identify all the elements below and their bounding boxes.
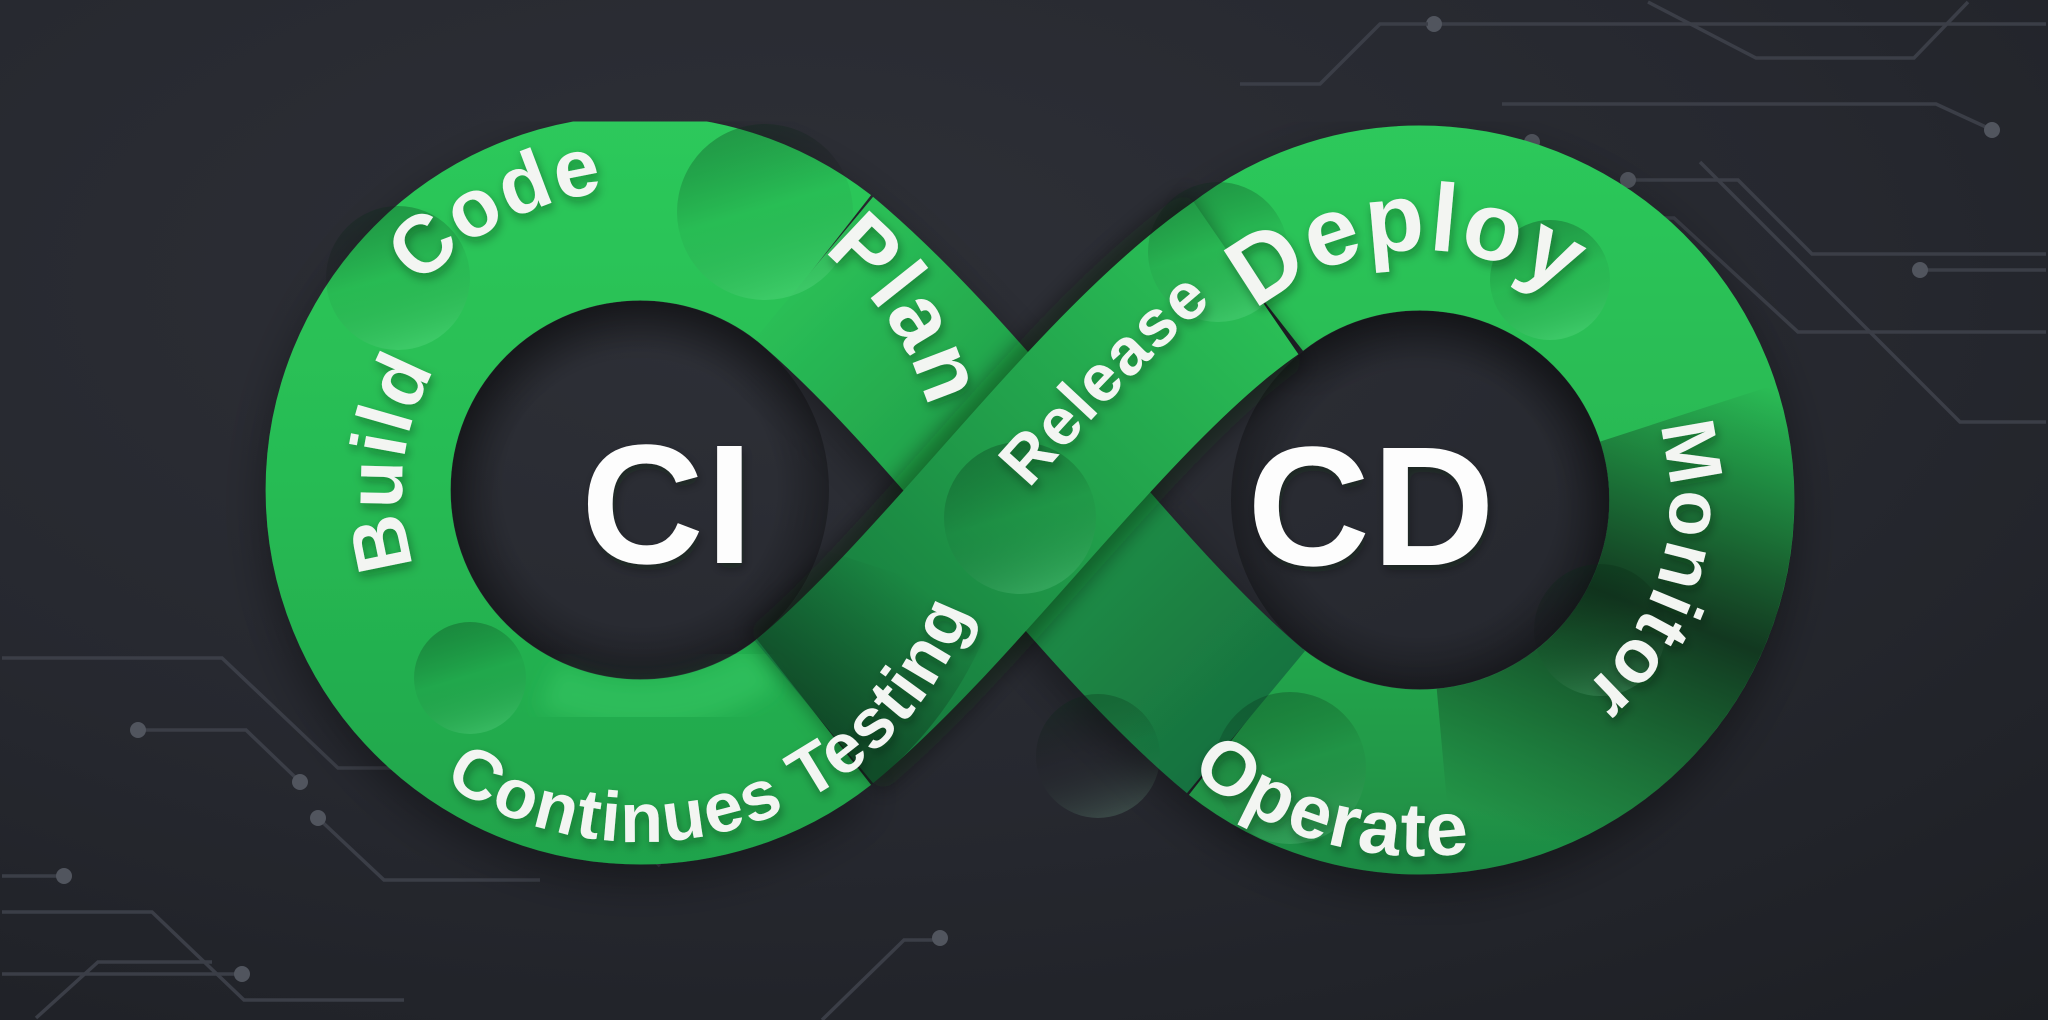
dome <box>414 622 526 734</box>
dome <box>1036 694 1160 818</box>
cd-title: CD <box>1247 412 1497 602</box>
dome <box>1148 182 1288 322</box>
ribbon-domes <box>326 124 1666 844</box>
left-bottom-shade <box>755 546 997 785</box>
ci-loop-ring <box>265 115 871 865</box>
ci-hole-shadow <box>451 301 829 679</box>
dome <box>1214 692 1366 844</box>
cd-hole-shadow <box>1231 311 1609 689</box>
ci-title: CI <box>581 410 755 600</box>
dome <box>1534 564 1666 696</box>
dome <box>677 124 853 300</box>
dome <box>1490 220 1610 340</box>
left-inner-highlight <box>538 646 777 729</box>
dome <box>326 206 470 350</box>
dome <box>944 442 1096 594</box>
